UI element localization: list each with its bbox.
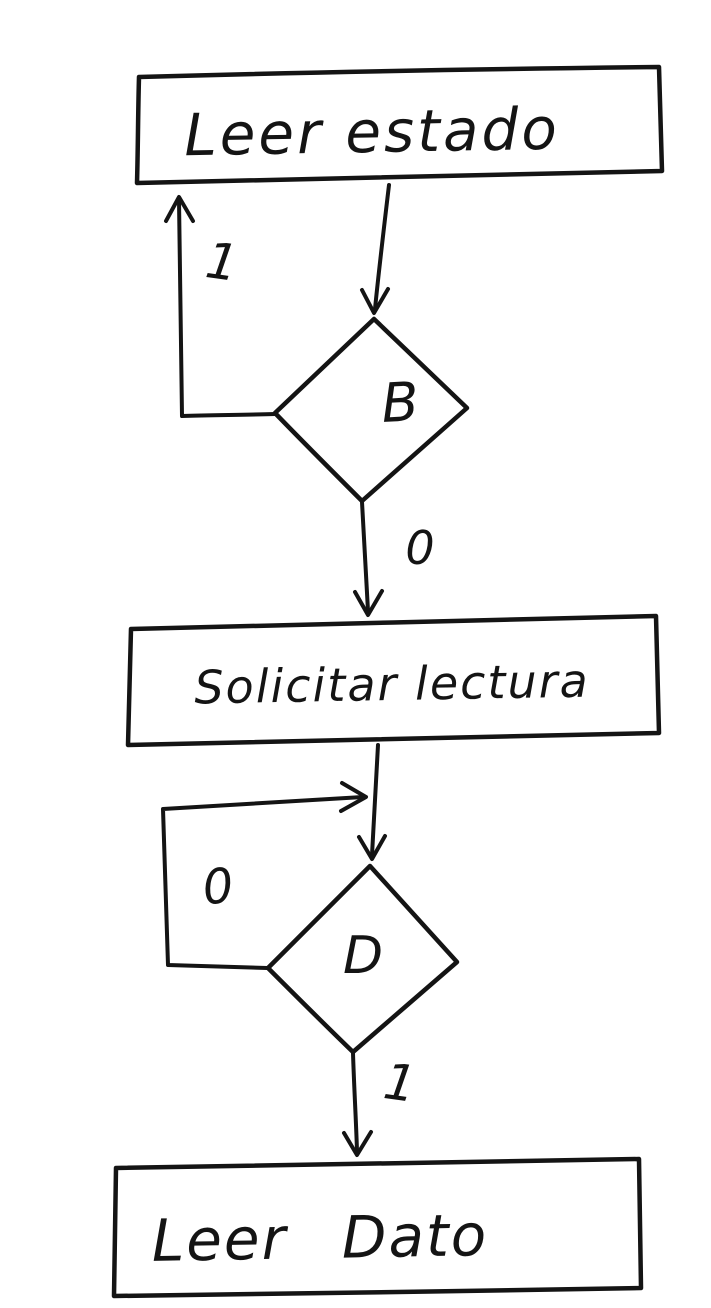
process-box-request-read bbox=[125, 613, 662, 748]
edge-label-d-loop-back: 0 bbox=[199, 857, 237, 917]
arrow-b-to-request-read bbox=[360, 500, 370, 613]
arrow-d-to-read-data bbox=[351, 1051, 359, 1153]
process-box-read-status bbox=[134, 64, 665, 186]
node-label-decision-b: B bbox=[379, 370, 421, 435]
arrowhead-down-to-read-data bbox=[342, 1130, 373, 1157]
node-label-read-data: Leer Dato bbox=[151, 1201, 489, 1275]
arrowhead-down-to-request-read bbox=[353, 589, 384, 617]
arrowhead-right-loop-rejoin bbox=[339, 781, 368, 813]
node-label-request-read: Solicitar lectura bbox=[193, 653, 591, 715]
ink-layer bbox=[111, 64, 665, 1299]
arrow-b-loop-to-read-status bbox=[177, 198, 277, 418]
arrowhead-down-to-d bbox=[357, 834, 387, 861]
arrowhead-up-to-read-status bbox=[164, 195, 195, 223]
process-box-read-data bbox=[111, 1156, 644, 1299]
arrow-read-status-to-b bbox=[373, 183, 391, 311]
decision-diamond-b bbox=[272, 316, 470, 504]
node-label-read-status: Leer estado bbox=[183, 94, 561, 170]
node-label-decision-d: D bbox=[342, 926, 384, 986]
arrow-d-loop-back bbox=[161, 795, 365, 970]
arrow-request-read-to-d bbox=[370, 743, 380, 857]
edge-label-b-to-request-read: 0 bbox=[405, 521, 435, 575]
arrowhead-down-to-b bbox=[360, 287, 390, 315]
